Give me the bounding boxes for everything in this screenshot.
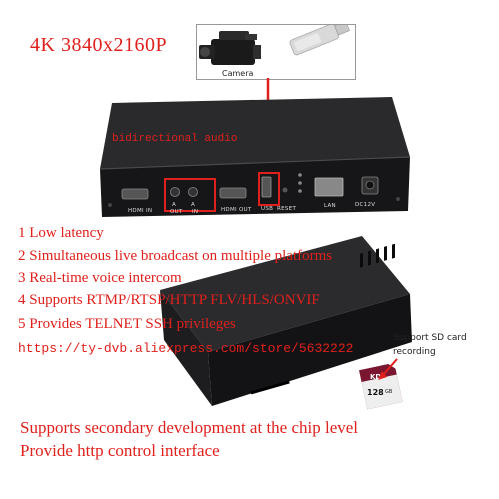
audio-in-jack [188, 187, 198, 197]
reset-label: RESET [277, 206, 297, 212]
feature-item-1: 1 Low latency [18, 225, 104, 241]
audio-out-label: OUT [170, 209, 183, 215]
lan-label: LAN [324, 203, 336, 209]
audio-a1-label: A [172, 202, 177, 208]
encoder-device-front [99, 97, 411, 217]
store-url-link[interactable]: https://ty-dvb.aliexpress.com/store/5632… [18, 341, 354, 356]
sd-card-brand: KD [370, 373, 382, 381]
hdmi-out-label: HDMI OUT [221, 207, 252, 213]
camera-label: Camera [222, 69, 254, 78]
sd-card-slot [250, 380, 290, 395]
feature-item-3: 3 Real-time voice intercom [18, 270, 182, 286]
footer-line-1: Supports secondary development at the ch… [20, 418, 359, 437]
usb-drive-image [289, 20, 350, 56]
hdmi-in-label: HDMI IN [128, 208, 153, 214]
sd-arrow [378, 358, 398, 380]
usb-port [261, 176, 272, 198]
power-label: DC12V [355, 202, 376, 208]
audio-in-label: IN [192, 209, 199, 215]
sd-card-capacity: 128 [367, 388, 384, 397]
audio-a2-label: A [191, 202, 196, 208]
audio-highlight-box [164, 178, 216, 212]
feature-item-4: 4 Supports RTMP/RTSP/HTTP FLV/HLS/ONVIF [18, 292, 320, 308]
encoder-device-side [160, 236, 412, 406]
feature-item-5: 5 Provides TELNET SSH privileges [18, 316, 236, 332]
hdmi-out-port [219, 187, 247, 199]
audio-out-jack [170, 187, 180, 197]
input-sources-panel [196, 20, 356, 80]
sd-label-line-2: recording [393, 347, 436, 357]
camera-image [199, 20, 350, 65]
reset-button [282, 187, 288, 193]
footer-line-2: Provide http control interface [20, 441, 220, 460]
sd-card-unit: GB [385, 389, 393, 395]
hdmi-in-port [121, 188, 149, 200]
resolution-title: 4K 3840x2160P [30, 34, 168, 56]
feature-item-2: 2 Simultaneous live broadcast on multipl… [18, 248, 333, 264]
usb-label: USB [261, 206, 274, 212]
audio-label: bidirectional audio [112, 133, 238, 145]
usb-highlight-box [258, 172, 280, 206]
power-jack [365, 180, 375, 190]
sd-card-image [359, 363, 403, 410]
sd-label-line-1: Support SD card [393, 333, 467, 343]
lan-port [314, 177, 344, 197]
sd-support-label: Support SD card recording [393, 331, 467, 359]
